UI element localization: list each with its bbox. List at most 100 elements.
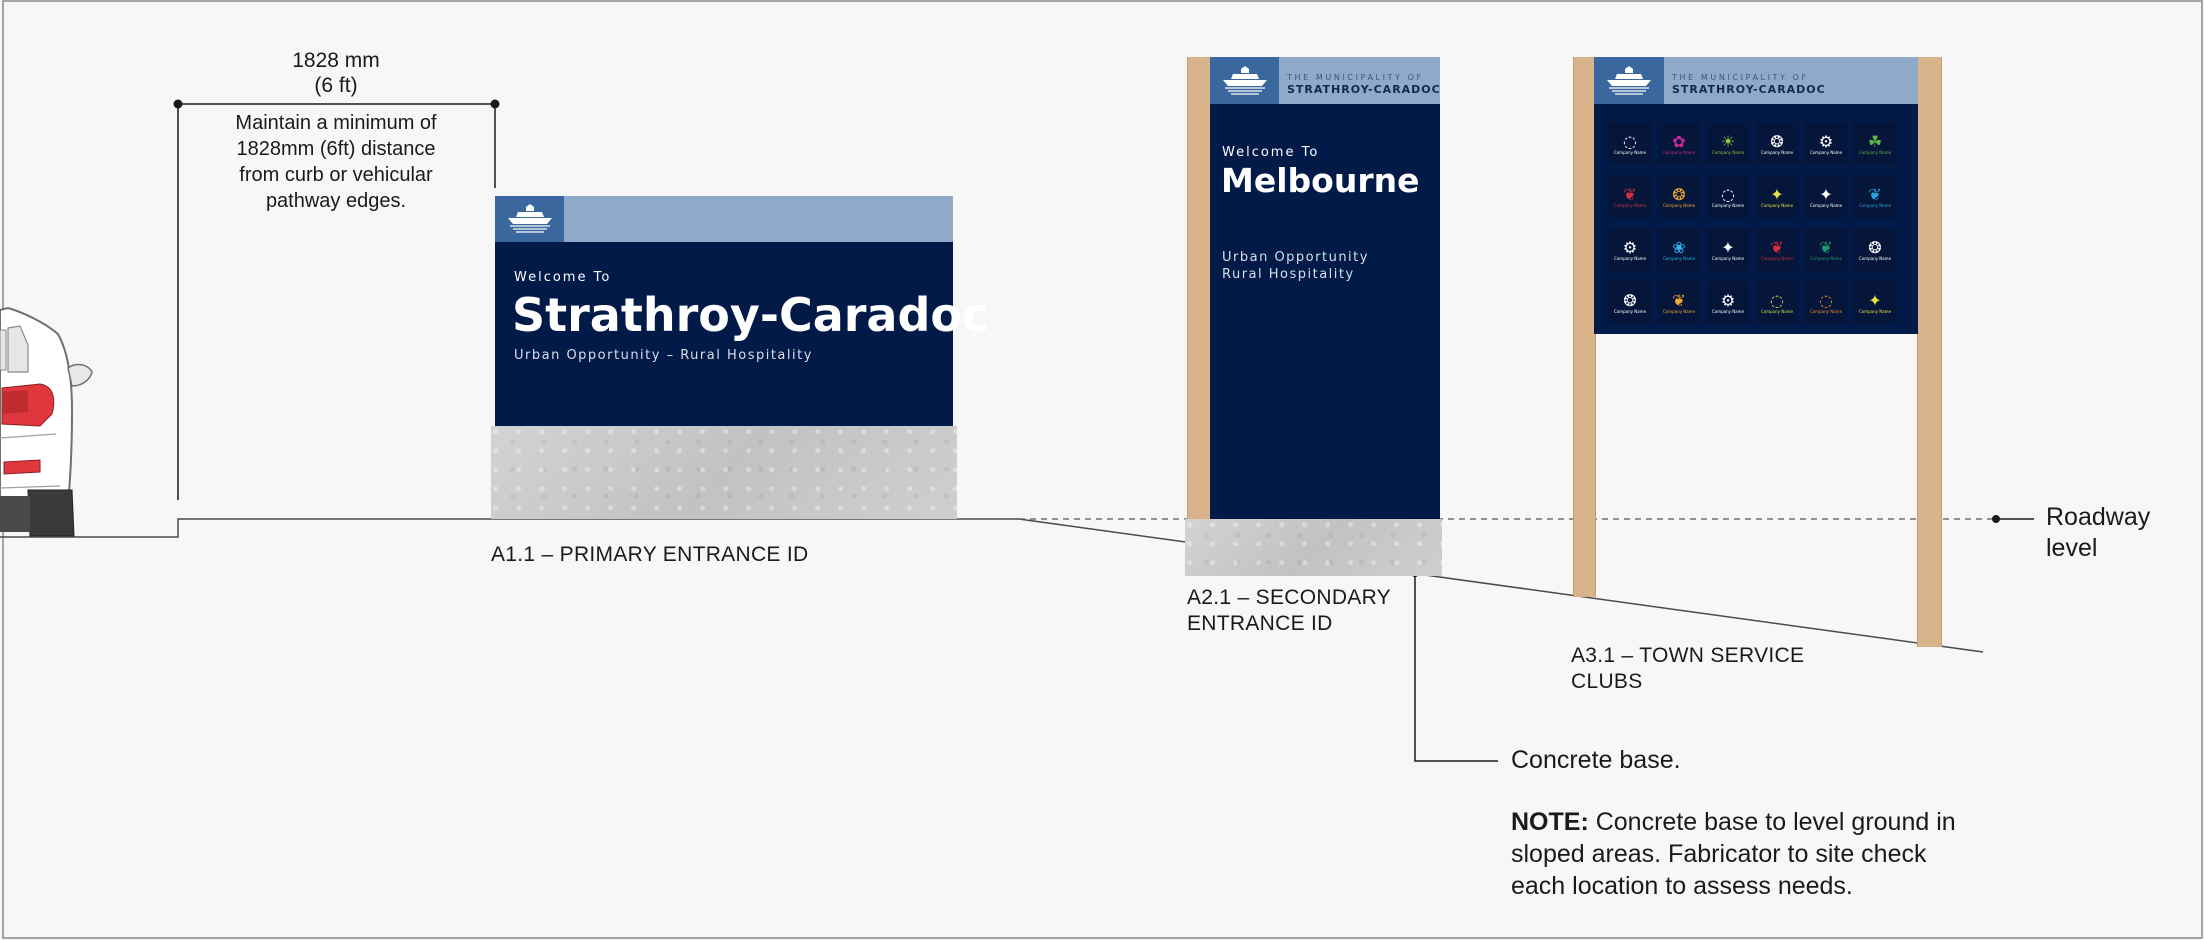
club-logo-tile: ◌Company Name [1755, 281, 1799, 324]
club-logo-label: Company Name [1662, 202, 1696, 208]
secondary-tagline-line-1: Urban Opportunity [1222, 250, 1369, 265]
laurel-icon: ❦ [1672, 290, 1686, 310]
club-logo-label: Company Name [1613, 308, 1647, 314]
concrete-base-label: Concrete base. [1511, 746, 1681, 774]
club-logo-tile: ❦Company Name [1657, 281, 1701, 324]
ground-line [0, 518, 1984, 653]
swirl-icon: ❂ [1672, 184, 1686, 204]
secondary-header-big-text: STRATHROY-CARADOC [1287, 83, 1441, 96]
dimension-marker [173, 99, 500, 500]
primary-town-name: Strathroy-Caradoc [512, 288, 990, 342]
club-logo-label: Company Name [1858, 255, 1892, 261]
club-logo-tile: ☀Company Name [1706, 122, 1750, 165]
club-logo-label: Company Name [1809, 308, 1843, 314]
laurel-icon: ❦ [1623, 184, 1637, 204]
club-logo-label: Company Name [1711, 202, 1745, 208]
dimension-value: 1828 mm [292, 49, 380, 72]
club-logo-tile: ☘Company Name [1853, 122, 1897, 165]
club-logo-tile: ❦Company Name [1804, 228, 1848, 271]
primary-sign-logo [495, 196, 564, 242]
club-logo-tile: ⚙Company Name [1804, 122, 1848, 165]
service-header-big-text: STRATHROY-CARADOC [1672, 83, 1826, 96]
club-logo-label: Company Name [1760, 149, 1794, 155]
club-logo-tile: ❀Company Name [1657, 228, 1701, 271]
ring-icon: ◌ [1819, 290, 1833, 310]
club-logo-tile: ◌Company Name [1804, 281, 1848, 324]
laurel-icon: ❦ [1819, 237, 1833, 257]
caption-line: ENTRANCE ID [1187, 612, 1333, 635]
dimension-note-line: from curb or vehicular [239, 164, 433, 186]
ship-logo-icon [1222, 65, 1267, 95]
secondary-sign-caption: A2.1 – SECONDARY ENTRANCE ID [1187, 585, 1391, 637]
club-logo-label: Company Name [1662, 149, 1696, 155]
club-logo-label: Company Name [1809, 202, 1843, 208]
ship-logo-icon [507, 204, 552, 233]
club-logo-tile: ✿Company Name [1657, 122, 1701, 165]
service-sign-logo [1594, 57, 1664, 104]
butterfly-icon: ❀ [1672, 237, 1686, 257]
roadway-level-label: Roadway level [2046, 502, 2150, 564]
star-icon: ✦ [1770, 184, 1784, 204]
note-block: NOTE: Concrete base to level ground in s… [1511, 806, 1981, 902]
secondary-town-name: Melbourne [1221, 161, 1420, 200]
club-logo-label: Company Name [1711, 149, 1745, 155]
club-logo-label: Company Name [1613, 149, 1647, 155]
service-sign-caption: A3.1 – TOWN SERVICE CLUBS [1571, 643, 1804, 695]
club-logo-tile: ❂Company Name [1608, 281, 1652, 324]
club-logo-tile: ✦Company Name [1706, 228, 1750, 271]
car-icon [0, 306, 93, 537]
secondary-welcome-text: Welcome To [1222, 145, 1320, 160]
club-logo-tile: ◌Company Name [1608, 122, 1652, 165]
club-logo-label: Company Name [1613, 202, 1647, 208]
swirl-icon: ❂ [1623, 290, 1637, 310]
star-icon: ✦ [1819, 184, 1833, 204]
club-logo-tile: ❂Company Name [1853, 228, 1897, 271]
club-logo-label: Company Name [1662, 308, 1696, 314]
caption-line: A2.1 – SECONDARY [1187, 586, 1391, 609]
gear-icon: ⚙ [1818, 131, 1834, 151]
dimension-note-line: pathway edges. [265, 190, 407, 212]
club-logo-label: Company Name [1711, 255, 1745, 261]
laurel-icon: ❦ [1868, 184, 1882, 204]
primary-tagline: Urban Opportunity – Rural Hospitality [514, 348, 813, 363]
club-logo-tile: ❦Company Name [1608, 175, 1652, 218]
gear-icon: ⚙ [1622, 237, 1638, 257]
club-logo-tile: ✦Company Name [1804, 175, 1848, 218]
club-logo-label: Company Name [1711, 308, 1745, 314]
ring-icon: ◌ [1721, 184, 1735, 204]
caption-line: CLUBS [1571, 670, 1643, 693]
concrete-base-leader [1411, 569, 1498, 762]
clover-icon: ☘ [1867, 131, 1883, 151]
secondary-sign-logo [1210, 57, 1279, 104]
swirl-icon: ❂ [1868, 237, 1882, 257]
secondary-sign-panel [1210, 104, 1440, 519]
note-title: NOTE: [1511, 808, 1589, 836]
club-logo-label: Company Name [1858, 202, 1892, 208]
club-logo-tile: ✦Company Name [1755, 175, 1799, 218]
primary-sign-panel [495, 242, 953, 426]
club-logo-tile: ❂Company Name [1657, 175, 1701, 218]
club-logo-tile: ⚙Company Name [1706, 281, 1750, 324]
sun-icon: ☀ [1720, 131, 1736, 151]
club-logo-label: Company Name [1760, 308, 1794, 314]
secondary-sign-post-left [1187, 57, 1212, 519]
club-logo-label: Company Name [1858, 308, 1892, 314]
club-logo-label: Company Name [1858, 149, 1892, 155]
club-logo-tile: ◌Company Name [1706, 175, 1750, 218]
ship-logo-icon [1607, 65, 1651, 95]
club-logo-label: Company Name [1809, 149, 1843, 155]
roadway-label-line: Roadway [2046, 503, 2151, 531]
service-club-logo-grid: ◌Company Name✿Company Name☀Company Name❂… [1608, 122, 1897, 324]
club-logo-label: Company Name [1760, 255, 1794, 261]
laurel-icon: ❦ [1770, 237, 1784, 257]
dimension-value-imperial: (6 ft) [314, 74, 358, 97]
dimension-note-line: 1828mm (6ft) distance [236, 138, 436, 160]
dimension-note: Maintain a minimum of 1828mm (6ft) dista… [210, 110, 462, 214]
gear-icon: ⚙ [1720, 290, 1736, 310]
primary-sign-header [495, 196, 953, 242]
ring-icon: ◌ [1770, 290, 1784, 310]
roadway-label-line: level [2046, 534, 2098, 562]
note-text: Concrete base to level ground in sloped … [1511, 808, 1956, 900]
